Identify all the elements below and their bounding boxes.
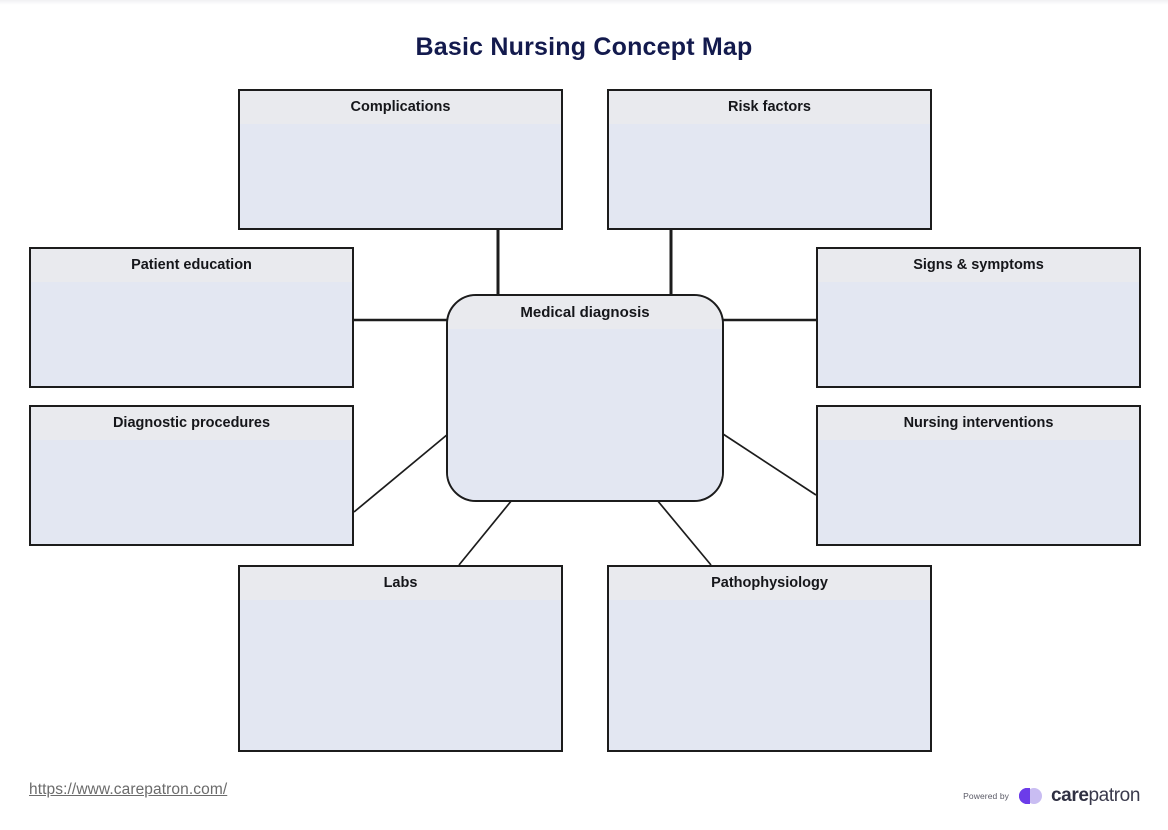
connector-labs bbox=[458, 499, 513, 566]
node-nursing-interventions-content[interactable] bbox=[818, 440, 1139, 544]
node-diagnostic-procedures-content[interactable] bbox=[31, 440, 352, 544]
node-medical-diagnosis-content[interactable] bbox=[448, 329, 722, 500]
node-diagnostic-procedures-label: Diagnostic procedures bbox=[31, 407, 352, 440]
node-complications[interactable]: Complications bbox=[238, 89, 563, 230]
node-patient-education-label: Patient education bbox=[31, 249, 352, 282]
connector-pathophysiology bbox=[656, 499, 712, 566]
node-diagnostic-procedures[interactable]: Diagnostic procedures bbox=[29, 405, 354, 546]
node-signs-symptoms-label: Signs & symptoms bbox=[818, 249, 1139, 282]
node-pathophysiology-content[interactable] bbox=[609, 600, 930, 750]
node-risk-factors-content[interactable] bbox=[609, 124, 930, 228]
node-labs[interactable]: Labs bbox=[238, 565, 563, 752]
node-complications-label: Complications bbox=[240, 91, 561, 124]
node-patient-education-content[interactable] bbox=[31, 282, 352, 386]
node-signs-symptoms-content[interactable] bbox=[818, 282, 1139, 386]
node-pathophysiology[interactable]: Pathophysiology bbox=[607, 565, 932, 752]
node-nursing-interventions-label: Nursing interventions bbox=[818, 407, 1139, 440]
carepatron-url-link[interactable]: https://www.carepatron.com/ bbox=[29, 781, 228, 798]
connector-nursing-interventions bbox=[722, 433, 817, 496]
node-pathophysiology-label: Pathophysiology bbox=[609, 567, 930, 600]
node-complications-content[interactable] bbox=[240, 124, 561, 228]
node-nursing-interventions[interactable]: Nursing interventions bbox=[816, 405, 1141, 546]
carepatron-wordmark: carepatron bbox=[1051, 785, 1140, 807]
wordmark-patron: patron bbox=[1088, 785, 1141, 806]
node-risk-factors[interactable]: Risk factors bbox=[607, 89, 932, 230]
node-medical-diagnosis-label: Medical diagnosis bbox=[448, 296, 722, 329]
connector-diagnostic-procedures bbox=[353, 433, 449, 513]
node-signs-symptoms[interactable]: Signs & symptoms bbox=[816, 247, 1141, 388]
carepatron-logo-icon bbox=[1019, 788, 1043, 804]
node-labs-label: Labs bbox=[240, 567, 561, 600]
wordmark-care: care bbox=[1051, 785, 1089, 806]
page-top-strip bbox=[0, 0, 1168, 5]
node-medical-diagnosis[interactable]: Medical diagnosis bbox=[446, 294, 724, 502]
carepatron-branding: Powered by carepatron bbox=[963, 783, 1140, 809]
powered-by-label: Powered by bbox=[963, 791, 1010, 801]
node-risk-factors-label: Risk factors bbox=[609, 91, 930, 124]
node-patient-education[interactable]: Patient education bbox=[29, 247, 354, 388]
node-labs-content[interactable] bbox=[240, 600, 561, 750]
page-title: Basic Nursing Concept Map bbox=[415, 33, 753, 61]
